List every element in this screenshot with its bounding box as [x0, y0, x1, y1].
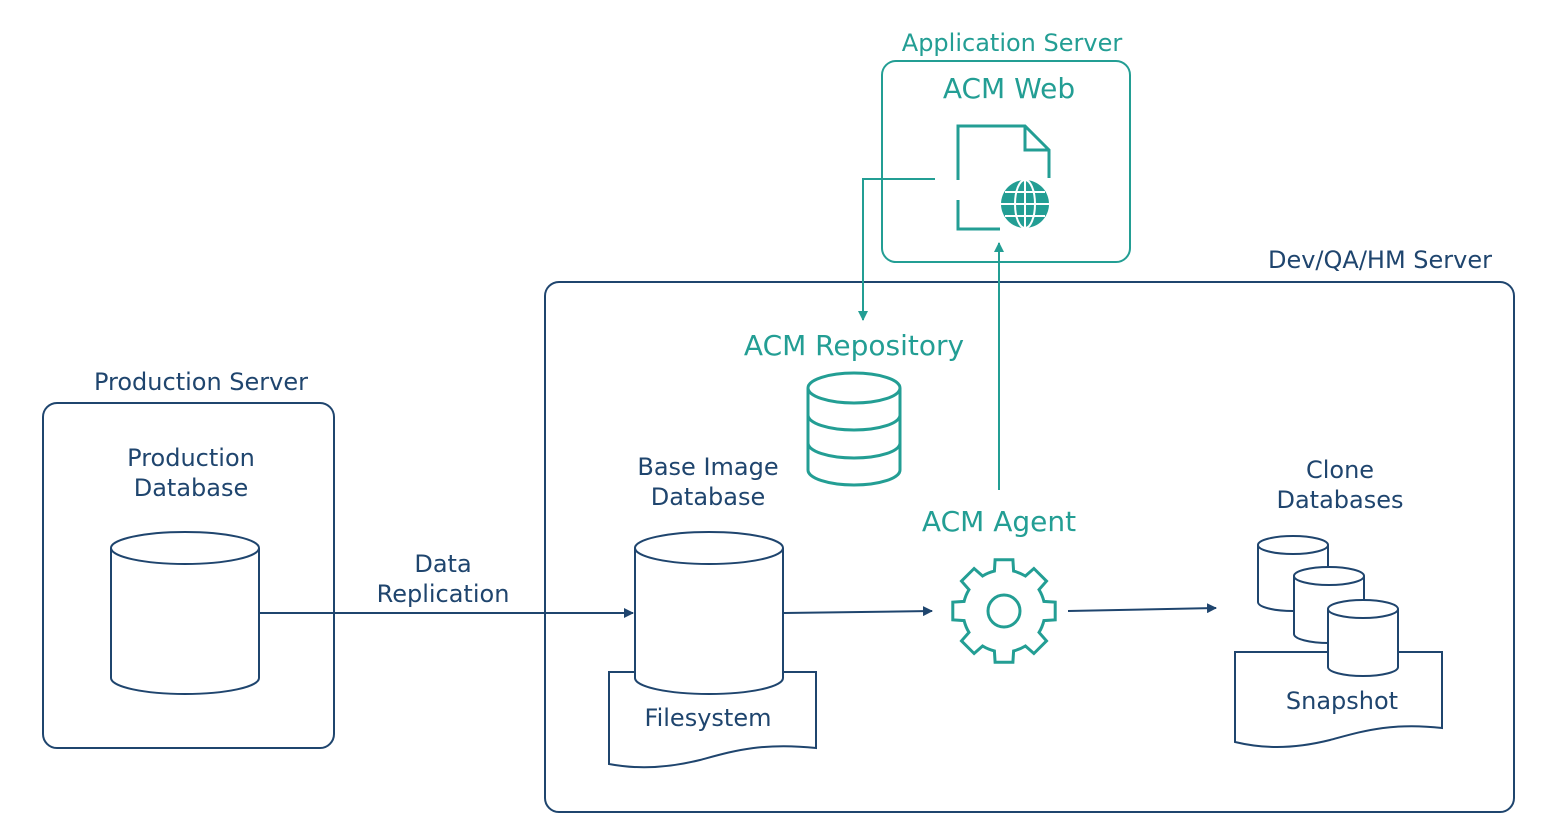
production-database-label-line2: Database: [133, 474, 249, 502]
clone-databases-label-line1: Clone: [1305, 456, 1375, 484]
filesystem-label: Filesystem: [644, 704, 772, 732]
acm-web-label: ACM Web: [942, 72, 1076, 105]
clone-database-icon: [1327, 599, 1399, 677]
base-image-label-line1: Base Image: [637, 453, 779, 481]
data-replication-label-line2: Replication: [376, 580, 510, 608]
data-replication-label-line1: Data: [414, 550, 472, 578]
application-server-label: Application Server: [901, 29, 1123, 57]
production-server-box: [42, 402, 335, 749]
web-to-repository-arrow: [858, 178, 935, 321]
snapshot-label: Snapshot: [1285, 687, 1399, 715]
production-database-icon: [110, 531, 260, 695]
filesystem-shape: [608, 671, 817, 769]
acm-agent-label: ACM Agent: [921, 505, 1077, 538]
application-server-box: [881, 60, 1131, 263]
gear-icon: [951, 558, 1057, 664]
dev-server-label: Dev/QA/HM Server: [1267, 246, 1492, 274]
base-image-label-line2: Database: [650, 483, 766, 511]
database-stack-icon: [806, 371, 902, 487]
web-page-globe-icon: [956, 124, 1051, 231]
production-server-label: Production Server: [93, 368, 309, 396]
snapshot-shape: [1234, 651, 1443, 748]
agent-to-clone-arrow: [1067, 603, 1217, 614]
acm-repository-label: ACM Repository: [743, 329, 965, 362]
base-image-database-icon: [634, 531, 784, 695]
dev-server-box: [544, 281, 1515, 813]
production-database-label-line1: Production: [127, 444, 255, 472]
base-to-agent-arrow: [783, 606, 933, 617]
clone-databases-label-line2: Databases: [1276, 486, 1404, 514]
